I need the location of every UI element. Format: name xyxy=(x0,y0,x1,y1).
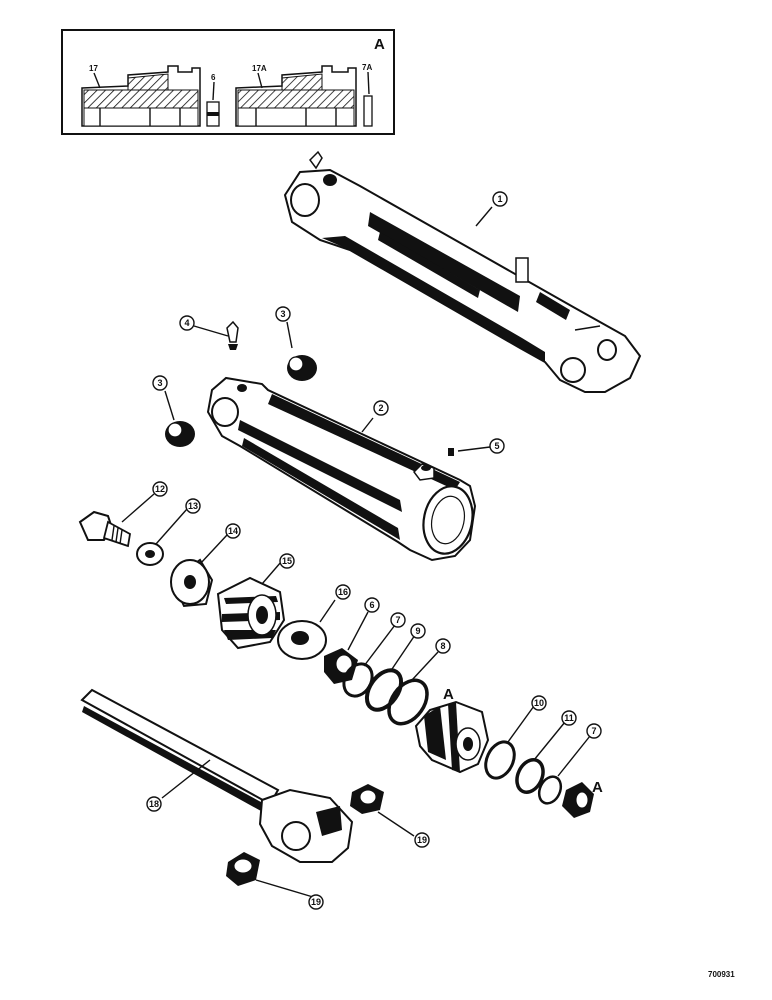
part-bushing-lower-right xyxy=(350,784,384,814)
part-bushing-lower-left xyxy=(226,852,260,886)
svg-text:16: 16 xyxy=(338,587,348,597)
part-cylinder-barrel xyxy=(206,376,477,562)
part-wiper-10 xyxy=(484,740,516,780)
svg-text:4: 4 xyxy=(184,318,189,328)
callout-7-right: 7 xyxy=(586,723,602,739)
callout-5: 5 xyxy=(489,438,505,454)
svg-text:3: 3 xyxy=(157,378,162,388)
callout-1: 1 xyxy=(492,191,508,207)
callout-3-lower: 3 xyxy=(152,375,168,391)
part-o-ring-7-right xyxy=(537,775,563,805)
callout-19-upper: 19 xyxy=(414,832,430,848)
svg-text:13: 13 xyxy=(188,501,198,511)
svg-text:7: 7 xyxy=(395,615,400,625)
svg-text:6: 6 xyxy=(369,600,374,610)
callout-12: 12 xyxy=(152,481,168,497)
callout-3-upper: 3 xyxy=(275,306,291,322)
callout-7-left: 7 xyxy=(390,612,406,628)
callout-10: 10 xyxy=(531,695,547,711)
detail-marker-a-head: A xyxy=(443,686,454,703)
svg-text:3: 3 xyxy=(280,309,285,319)
svg-text:2: 2 xyxy=(378,403,383,413)
callout-4: 4 xyxy=(179,315,195,331)
callout-15: 15 xyxy=(279,553,295,569)
inset-label-6: 6 xyxy=(211,73,216,82)
inset-section-17 xyxy=(81,65,220,127)
inset-label-17a: 17A xyxy=(252,64,267,73)
svg-text:5: 5 xyxy=(494,441,499,451)
callout-11: 11 xyxy=(561,710,577,726)
inset-label-17: 17 xyxy=(89,64,98,73)
part-bushing-7a xyxy=(562,782,594,818)
part-bolt xyxy=(78,510,131,548)
part-grease-fitting xyxy=(226,320,239,350)
part-bushing-upper-left xyxy=(165,421,195,447)
callout-6: 6 xyxy=(364,597,380,613)
callouts: 1 2 3 3 4 5 12 13 14 15 16 6 7 9 8 10 11… xyxy=(146,191,602,910)
svg-text:9: 9 xyxy=(415,626,420,636)
callout-18: 18 xyxy=(146,796,162,812)
svg-text:19: 19 xyxy=(417,835,427,845)
inset-corner-label: A xyxy=(374,36,385,53)
part-o-ring-8 xyxy=(387,678,429,726)
part-piston xyxy=(216,576,286,650)
inset-label-7a: 7A xyxy=(362,63,372,72)
callout-14: 14 xyxy=(225,523,241,539)
callout-19-lower: 19 xyxy=(308,894,324,910)
part-backup-ring-9 xyxy=(364,668,404,712)
svg-text:18: 18 xyxy=(149,799,159,809)
svg-text:14: 14 xyxy=(228,526,238,536)
callout-2: 2 xyxy=(373,400,389,416)
part-ring-11 xyxy=(515,758,545,794)
part-piston-rod xyxy=(80,688,354,863)
part-bushing-6 xyxy=(324,648,358,684)
svg-text:1: 1 xyxy=(497,194,502,204)
svg-text:10: 10 xyxy=(534,698,544,708)
figure-code: 700931 xyxy=(708,970,735,979)
inset-detail-a: A 17 6 17A 7A xyxy=(61,29,395,135)
part-thrust-washer xyxy=(277,620,327,660)
part-assembled-cylinder xyxy=(283,150,642,393)
svg-text:12: 12 xyxy=(155,484,165,494)
callout-16: 16 xyxy=(335,584,351,600)
svg-text:7: 7 xyxy=(591,726,596,736)
part-bushing-upper-right xyxy=(287,355,317,381)
callout-9: 9 xyxy=(410,623,426,639)
detail-marker-a-bushing: A xyxy=(592,779,603,796)
svg-text:15: 15 xyxy=(282,556,292,566)
part-cylinder-head xyxy=(414,700,490,774)
callout-8: 8 xyxy=(435,638,451,654)
part-piston-nut xyxy=(170,558,214,608)
part-pipe-plug xyxy=(448,448,454,456)
part-washer xyxy=(136,542,164,566)
callout-13: 13 xyxy=(185,498,201,514)
svg-text:8: 8 xyxy=(440,641,445,651)
svg-text:19: 19 xyxy=(311,897,321,907)
svg-text:11: 11 xyxy=(564,713,574,723)
inset-section-17a xyxy=(235,65,373,127)
leader-lines xyxy=(121,206,591,898)
